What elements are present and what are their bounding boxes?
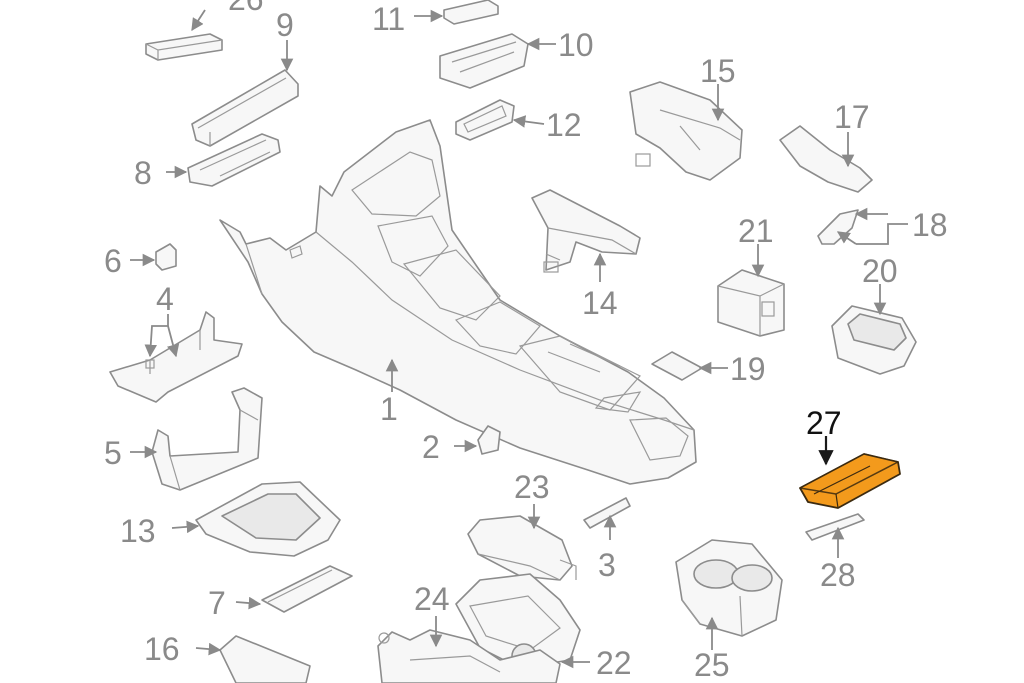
part-3 <box>583 497 631 529</box>
callout-7: 7 <box>208 585 226 621</box>
callout-21: 21 <box>738 213 774 249</box>
part-23 <box>467 515 577 581</box>
part-8 <box>187 133 281 187</box>
part-21 <box>717 269 785 337</box>
part-6 <box>155 243 177 271</box>
part-15 <box>629 81 743 181</box>
callout-27: 27 <box>806 405 842 441</box>
part-5 <box>151 387 263 491</box>
part-4 <box>109 311 243 403</box>
part-27-highlighted <box>799 453 901 509</box>
part-7 <box>261 565 353 613</box>
part-28 <box>805 513 865 541</box>
callout-18: 18 <box>912 207 948 243</box>
callout-13: 13 <box>120 513 156 549</box>
leader-lines <box>130 9 908 669</box>
callout-17: 17 <box>834 99 870 135</box>
callout-5: 5 <box>104 435 122 471</box>
callout-28: 28 <box>820 557 856 593</box>
part-11 <box>443 0 499 25</box>
callout-23: 23 <box>514 469 550 505</box>
callout-3: 3 <box>598 547 616 583</box>
callout-16: 16 <box>144 631 180 667</box>
callout-10: 10 <box>558 27 594 63</box>
part-19 <box>651 351 703 381</box>
callout-12: 12 <box>546 107 582 143</box>
part-12 <box>455 99 515 141</box>
part-20 <box>831 305 917 375</box>
callout-1: 1 <box>380 391 398 427</box>
part-17 <box>779 125 873 193</box>
callout-9: 9 <box>276 7 294 43</box>
callout-24: 24 <box>414 581 450 617</box>
callout-20: 20 <box>862 253 898 289</box>
part-16 <box>219 635 311 683</box>
part-26 <box>145 33 223 61</box>
callout-8: 8 <box>134 155 152 191</box>
part-13 <box>195 481 341 557</box>
callout-15: 15 <box>700 53 736 89</box>
part-18 <box>817 209 859 245</box>
part-2 <box>477 425 501 455</box>
part-22 <box>377 629 561 683</box>
callout-6: 6 <box>104 243 122 279</box>
callout-14: 14 <box>582 285 618 321</box>
callout-19: 19 <box>730 351 766 387</box>
part-14 <box>531 189 641 273</box>
part-10 <box>439 33 529 89</box>
part-25 <box>675 539 783 637</box>
callout-26: 26 <box>228 0 264 17</box>
callout-4: 4 <box>156 281 174 317</box>
callout-22: 22 <box>596 645 632 681</box>
callout-25: 25 <box>694 647 730 683</box>
part-1 <box>219 119 697 485</box>
part-9 <box>191 69 299 147</box>
callout-2: 2 <box>422 429 440 465</box>
callout-11: 11 <box>372 1 405 37</box>
callout-numbers: 26 9 11 10 12 8 6 4 5 13 7 16 1 2 3 23 2… <box>104 0 948 683</box>
